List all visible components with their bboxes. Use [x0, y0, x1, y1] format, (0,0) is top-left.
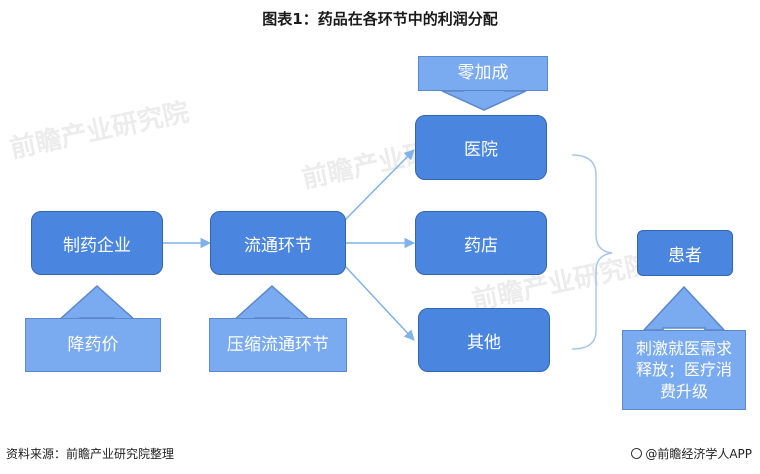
note-compress-label: 压缩流通环节 — [227, 334, 329, 355]
note-price-cut: 降药价 — [25, 318, 161, 372]
up-arrow-price-cut — [56, 284, 138, 322]
node-pharmacy: 药店 — [415, 211, 547, 275]
node-hospital: 医院 — [415, 115, 547, 180]
right-brace — [571, 154, 613, 350]
up-arrow-demand — [642, 285, 726, 331]
note-zero-markup: 零加成 — [418, 56, 548, 91]
arrow-circulation-to-other — [344, 265, 415, 341]
note-zero-markup-label: 零加成 — [457, 63, 509, 84]
arrow-circulation-to-hospital — [344, 149, 415, 221]
node-circulation: 流通环节 — [210, 211, 346, 275]
node-other: 其他 — [418, 308, 550, 372]
node-pharma-label: 制药企业 — [63, 235, 131, 256]
node-pharmacy-label: 药店 — [464, 235, 498, 256]
node-pharma-company: 制药企业 — [31, 211, 163, 275]
up-arrow-compress — [231, 284, 313, 322]
note-compress-circulation: 压缩流通环节 — [209, 318, 347, 372]
brand-credit-label: @前瞻经济学人APP — [645, 447, 752, 461]
note-demand-label: 刺激就医需求释放；医疗消费升级 — [635, 338, 732, 401]
brand-credit: @前瞻经济学人APP — [631, 445, 752, 462]
chart-title: 图表1：药品在各环节中的利润分配 — [262, 10, 498, 28]
note-price-cut-label: 降药价 — [67, 334, 119, 355]
node-patient-label: 患者 — [668, 245, 702, 266]
node-hospital-label: 医院 — [464, 140, 498, 160]
node-patient: 患者 — [637, 230, 733, 276]
node-circulation-label: 流通环节 — [244, 235, 312, 256]
node-other-label: 其他 — [467, 332, 501, 353]
brand-logo-icon — [631, 448, 643, 459]
source-note: 资料来源：前瞻产业研究院整理 — [6, 447, 175, 461]
note-demand-release: 刺激就医需求释放；医疗消费升级 — [622, 330, 746, 410]
down-arrow-zero-markup — [441, 88, 527, 111]
